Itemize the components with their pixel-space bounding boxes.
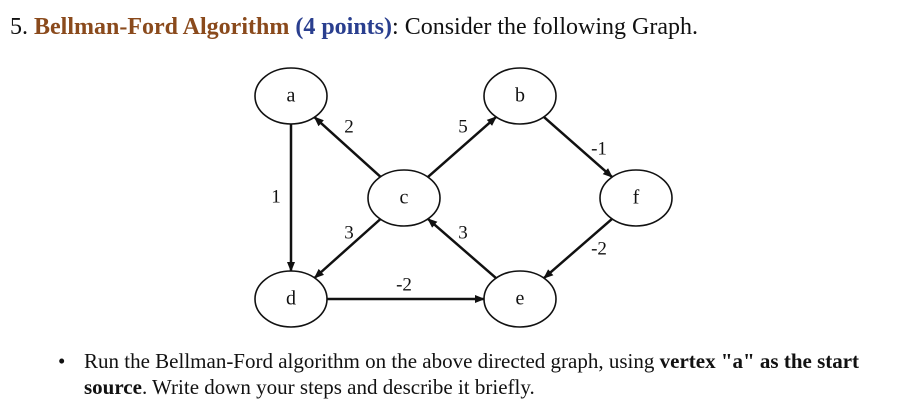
question-points: (4 points): [295, 14, 393, 40]
edge-e-c: [427, 217, 497, 280]
node-label-b: b: [515, 85, 525, 107]
edge-weight-e-c: 3: [458, 222, 468, 243]
edge-f-e: [543, 217, 613, 280]
task-vertex-phrase: vertex "a" as the start source: [84, 349, 860, 399]
node-label-c: c: [400, 187, 409, 209]
node-label-d: d: [286, 288, 296, 310]
edge-c-d: [313, 218, 382, 279]
node-label-a: a: [287, 85, 296, 107]
edge-weight-d-e: -2: [396, 274, 412, 295]
edge-b-f: [543, 116, 613, 178]
node-label-f: f: [633, 187, 640, 209]
task-text: Run the Bellman-Ford algorithm on the ab…: [84, 348, 904, 400]
edge-weight-c-a: 2: [344, 116, 354, 137]
question-number: 5.: [10, 14, 28, 40]
edge-weight-b-f: -1: [591, 138, 607, 159]
edge-c-b: [427, 116, 497, 178]
node-c: [367, 169, 441, 227]
task-part2: . Write down your steps and describe it …: [141, 375, 535, 399]
edge-weight-f-e: -2: [591, 238, 607, 259]
node-f: [599, 169, 673, 227]
node-a: [254, 67, 328, 125]
question-prompt: Consider the following Graph.: [404, 14, 698, 40]
task-part1: Run the Bellman-Ford algorithm on the ab…: [84, 349, 655, 373]
nodes-layer: a b c d e f: [254, 67, 673, 328]
edge-weight-a-d: 1: [271, 186, 281, 207]
node-label-e: e: [516, 288, 525, 310]
edges-layer: 1 2 5 -1 3 3 -2 -2: [271, 116, 613, 303]
edge-weight-c-b: 5: [458, 116, 468, 137]
edge-weight-c-d: 3: [344, 222, 354, 243]
edge-c-a: [313, 116, 382, 178]
heading-colon: :: [392, 14, 399, 40]
question-heading: 5. Bellman-Ford Algorithm (4 points): Co…: [10, 14, 698, 41]
node-e: [483, 270, 557, 328]
question-title: Bellman-Ford Algorithm: [34, 14, 290, 40]
node-b: [483, 67, 557, 125]
bullet-dot: •: [58, 349, 66, 373]
node-d: [254, 270, 328, 328]
